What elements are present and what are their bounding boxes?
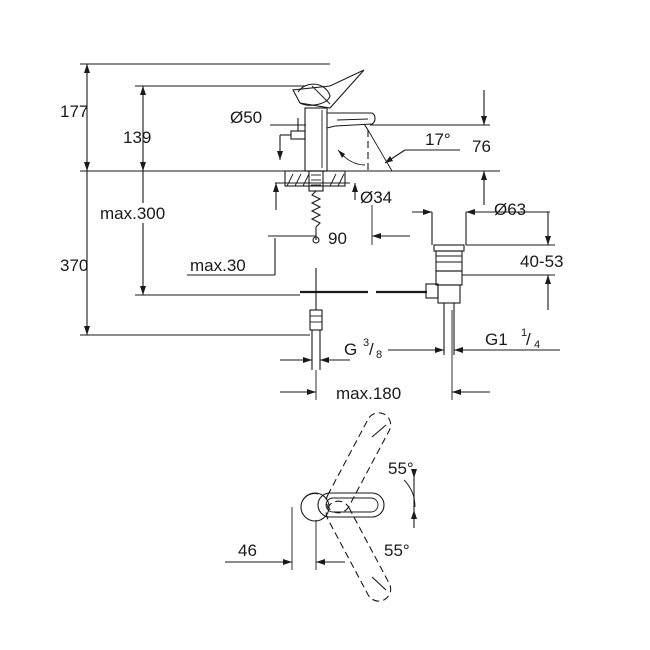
dim-55-bottom: 55° — [384, 541, 410, 560]
dim-d34: Ø34 — [360, 188, 392, 207]
dim-17deg: 17° — [425, 130, 451, 149]
dim-g114: G1 — [485, 330, 508, 349]
dim-max30: max.30 — [190, 256, 246, 275]
dim-139: 139 — [123, 128, 151, 147]
dim-d50: Ø50 — [230, 108, 262, 127]
dim-55-top: 55° — [388, 459, 414, 478]
dim-g38: G — [344, 340, 357, 359]
dim-g114-num: 1 — [521, 327, 527, 339]
dim-370: 370 — [60, 256, 88, 275]
dim-90: 90 — [328, 229, 347, 248]
dim-40-53: 40-53 — [520, 252, 563, 271]
dim-g38-slash: / — [369, 340, 374, 359]
dim-76: 76 — [472, 137, 491, 156]
top-view: 55° 55° 46 — [225, 412, 417, 602]
dim-g38-num: 3 — [363, 337, 369, 349]
dim-177: 177 — [60, 102, 88, 121]
dim-max180: max.180 — [336, 384, 401, 403]
side-view: 177 139 370 max.300 Ø50 — [60, 63, 563, 403]
dim-g114-den: 4 — [534, 339, 540, 351]
dim-max300: max.300 — [100, 204, 165, 223]
dim-g114-slash: / — [526, 330, 531, 349]
dim-d63: Ø63 — [494, 200, 526, 219]
dim-46: 46 — [238, 541, 257, 560]
dim-g38-den: 8 — [376, 349, 382, 361]
